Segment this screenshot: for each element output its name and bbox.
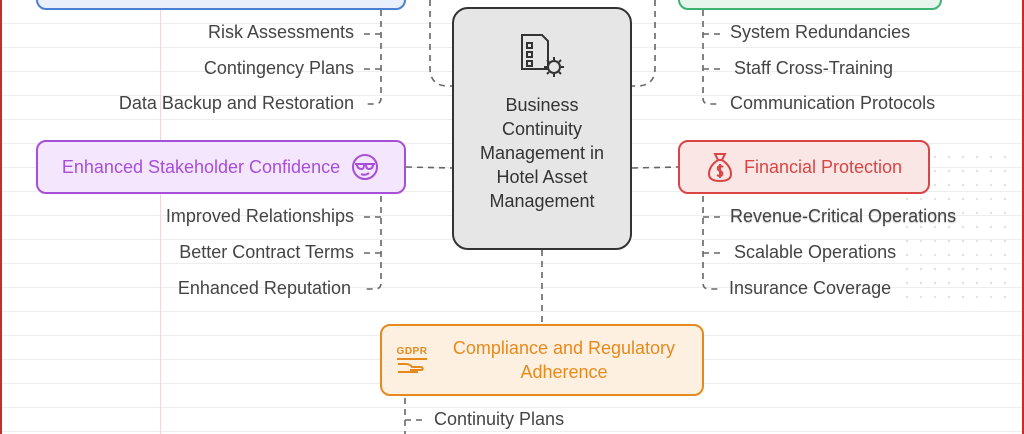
ticks-financial — [703, 216, 720, 254]
gdpr-hand-icon: GDPR — [395, 346, 429, 374]
frame-border-left — [0, 0, 2, 434]
connector-stakeholder — [405, 166, 453, 169]
item-improved-relationships: Improved Relationships — [165, 206, 354, 226]
central-topic-node: Business Continuity Management in Hotel … — [452, 7, 632, 250]
bracket-compliance — [404, 398, 422, 434]
connector-top-right — [632, 0, 656, 87]
central-topic-title: Business Continuity Management in Hotel … — [479, 95, 605, 211]
top-right-category-box — [678, 0, 942, 10]
bracket-top-left — [364, 10, 382, 105]
compliance-label: Compliance and Regulatory Adherence — [452, 338, 676, 382]
bracket-stakeholder — [364, 196, 382, 290]
document-gear-icon — [521, 34, 564, 77]
bracket-financial — [702, 196, 720, 290]
margin-line — [160, 0, 161, 434]
connector-top-left — [429, 0, 452, 87]
item-enhanced-reputation: Enhanced Reputation — [177, 278, 351, 298]
ticks-top-left — [364, 33, 381, 70]
financial-protection-label: Financial Protection — [743, 156, 903, 177]
item-staff-cross-training: Staff Cross-Training — [734, 58, 894, 78]
item-revenue-critical-operations: Revenue-Critical Operations — [730, 206, 957, 226]
bracket-top-right — [702, 10, 720, 105]
item-insurance-coverage: Insurance Coverage — [729, 278, 892, 298]
item-data-backup: Data Backup and Restoration — [118, 93, 354, 113]
top-left-category-box — [36, 0, 406, 10]
money-bag-icon — [707, 153, 732, 183]
item-contingency-plans: Contingency Plans — [203, 58, 354, 78]
compliance-node: GDPR Compliance and Regulatory Adherence — [380, 324, 704, 396]
ticks-stakeholder — [364, 216, 381, 254]
stakeholder-confidence-label: Enhanced Stakeholder Confidence — [61, 156, 341, 177]
item-scalable-operations: Scalable Operations — [734, 242, 897, 262]
item-risk-assessments: Risk Assessments — [207, 22, 354, 42]
item-better-contract-terms: Better Contract Terms — [179, 242, 354, 262]
item-continuity-plans: Continuity Plans — [434, 409, 565, 429]
stakeholder-confidence-node: Enhanced Stakeholder Confidence — [36, 140, 406, 194]
frame-border-right — [1022, 0, 1024, 434]
connector-financial — [631, 166, 679, 169]
item-communication-protocols: Communication Protocols — [730, 93, 936, 113]
ticks-top-right — [703, 33, 720, 70]
financial-protection-node: Financial Protection — [678, 140, 930, 194]
hand-icon — [398, 363, 424, 373]
gdpr-icon-text: GDPR — [396, 346, 428, 360]
sunglasses-face-icon — [352, 154, 379, 180]
item-system-redundancies: System Redundancies — [730, 22, 911, 42]
